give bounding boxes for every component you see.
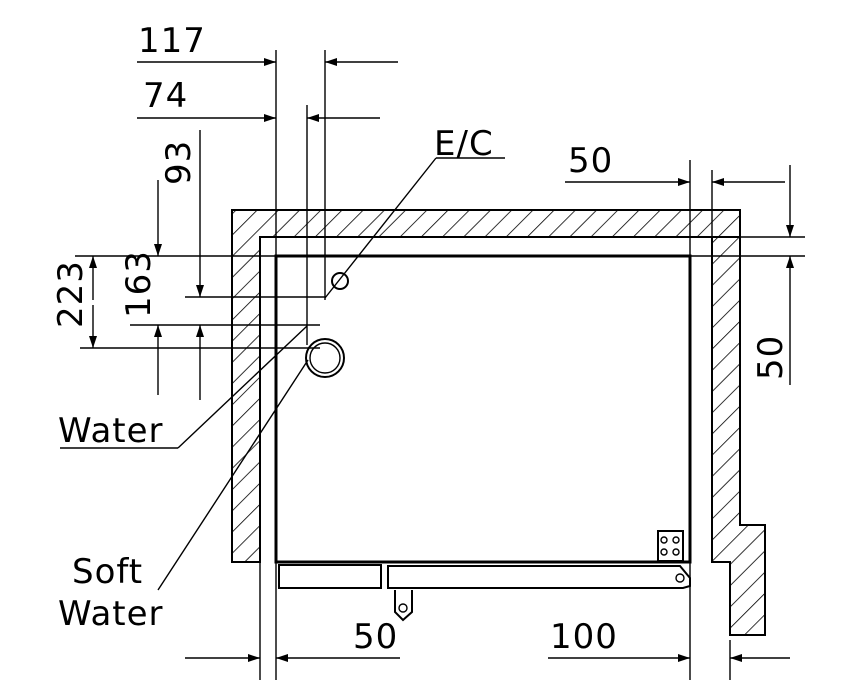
shower-tray-outline bbox=[274, 254, 692, 622]
dim-50-top: 50 bbox=[565, 141, 785, 186]
dim-50-bottom: 50 bbox=[185, 617, 400, 662]
dim-117: 117 bbox=[137, 21, 398, 66]
dim-223: 223 bbox=[51, 256, 97, 348]
soft-water-callout: Soft Water bbox=[58, 359, 309, 634]
dim-74-label: 74 bbox=[143, 76, 188, 116]
dim-93-label: 93 bbox=[159, 140, 199, 185]
dim-163: 163 bbox=[119, 180, 162, 395]
soft-water-label: Water bbox=[58, 594, 164, 634]
dim-163-label: 163 bbox=[119, 250, 159, 318]
ec-label: E/C bbox=[434, 124, 494, 164]
water-outlet-circle bbox=[305, 338, 345, 378]
soft-label: Soft bbox=[72, 552, 143, 592]
water-callout: Water bbox=[58, 325, 308, 451]
ec-callout: E/C bbox=[324, 124, 505, 299]
dim-223-label: 223 bbox=[51, 260, 91, 328]
extension-lines bbox=[75, 50, 805, 680]
ec-connection-symbol bbox=[331, 272, 349, 290]
dim-50-right-label: 50 bbox=[751, 335, 791, 380]
water-label: Water bbox=[58, 411, 164, 451]
dim-100: 100 bbox=[548, 617, 790, 662]
dim-50-right: 50 bbox=[751, 165, 794, 385]
dim-93: 93 bbox=[159, 130, 204, 400]
dim-50-top-label: 50 bbox=[568, 141, 613, 181]
dim-100-label: 100 bbox=[550, 617, 618, 657]
dim-50-bottom-label: 50 bbox=[353, 617, 398, 657]
dim-117-label: 117 bbox=[138, 21, 206, 61]
dim-74: 74 bbox=[137, 76, 380, 122]
